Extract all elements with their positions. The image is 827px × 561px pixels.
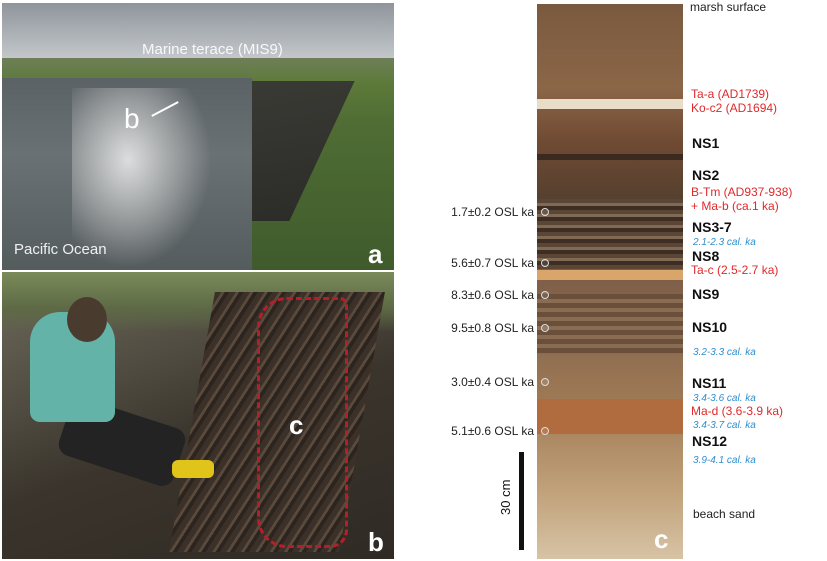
- boot: [172, 460, 214, 478]
- banded-layers: [537, 294, 683, 354]
- photo-panel-a: Marine terace (MIS9) b Pacific Ocean a: [2, 3, 394, 270]
- osl-sample-dot-1: [541, 208, 549, 216]
- cal-ns12: 3.9-4.1 cal. ka: [693, 455, 756, 466]
- osl-label-column: 1.7±0.2 OSL ka 5.6±0.7 OSL ka 8.3±0.6 OS…: [400, 0, 534, 561]
- unit-ns11: NS11: [692, 375, 727, 391]
- panel-letter-c: c: [654, 524, 669, 554]
- beach-sand-label: beach sand: [693, 507, 756, 521]
- unit-ns1: NS1: [692, 135, 720, 151]
- scale-bar: [519, 452, 524, 550]
- terrace-label: Marine terace (MIS9): [142, 41, 283, 58]
- unit-ns9: NS9: [692, 286, 720, 302]
- osl-sample-dot-5: [541, 378, 549, 386]
- pointer-letter-b: b: [124, 103, 140, 134]
- sampled-section-outline: [257, 297, 348, 548]
- unit-ns8: NS8: [692, 248, 720, 264]
- marsh-surface-label: marsh surface: [690, 0, 767, 14]
- osl-label-1: 1.7±0.2 OSL ka: [451, 205, 534, 219]
- unit-ns12: NS12: [692, 433, 728, 449]
- tephra-b-tm: B-Tm (AD937-938): [691, 185, 793, 199]
- cal-ns10: 3.2-3.3 cal. ka: [693, 347, 756, 358]
- cal-ns11: 3.4-3.6 cal. ka: [693, 393, 756, 404]
- pointer-letter-c: c: [289, 410, 304, 440]
- unit-ns2: NS2: [692, 167, 720, 183]
- core-photo-panel-c: c: [537, 4, 683, 559]
- cal-ns11-2: 3.4-3.7 cal. ka: [693, 420, 756, 431]
- orange-layer: [537, 399, 683, 434]
- unit-ns10: NS10: [692, 319, 728, 335]
- scale-label: 30 cm: [498, 479, 513, 515]
- panel-letter-b: b: [368, 527, 384, 557]
- dark-layer: [537, 154, 683, 160]
- ocean-label: Pacific Ocean: [14, 241, 107, 258]
- osl-label-4: 9.5±0.8 OSL ka: [451, 321, 534, 335]
- osl-sample-dot-4: [541, 324, 549, 332]
- osl-sample-dot-3: [541, 291, 549, 299]
- tephra-ma-b: + Ma-b (ca.1 ka): [691, 199, 779, 213]
- photo-panel-b: c b: [2, 272, 394, 559]
- tephra-ko-c2: Ko-c2 (AD1694): [691, 101, 778, 115]
- osl-sample-dot-6: [541, 427, 549, 435]
- laminated-layers: [537, 199, 683, 269]
- tephra-ma-d: Ma-d (3.6-3.9 ka): [691, 404, 784, 418]
- panel-letter-a: a: [368, 239, 383, 269]
- tephra-ta-a: Ta-a (AD1739): [691, 87, 770, 101]
- person-head: [67, 297, 107, 342]
- tephra-layer-white: [537, 99, 683, 109]
- unit-ns3-7: NS3-7: [692, 219, 732, 235]
- osl-label-6: 5.1±0.6 OSL ka: [451, 424, 534, 438]
- tephra-layer-orange: [537, 270, 683, 280]
- tephra-ta-c: Ta-c (2.5-2.7 ka): [691, 263, 779, 277]
- surf: [72, 88, 212, 268]
- osl-label-2: 5.6±0.7 OSL ka: [451, 256, 534, 270]
- sky: [2, 3, 394, 58]
- osl-sample-dot-2: [541, 259, 549, 267]
- osl-label-5: 3.0±0.4 OSL ka: [451, 375, 534, 389]
- osl-label-3: 8.3±0.6 OSL ka: [451, 288, 534, 302]
- cal-ns3-7: 2.1-2.3 cal. ka: [693, 237, 756, 248]
